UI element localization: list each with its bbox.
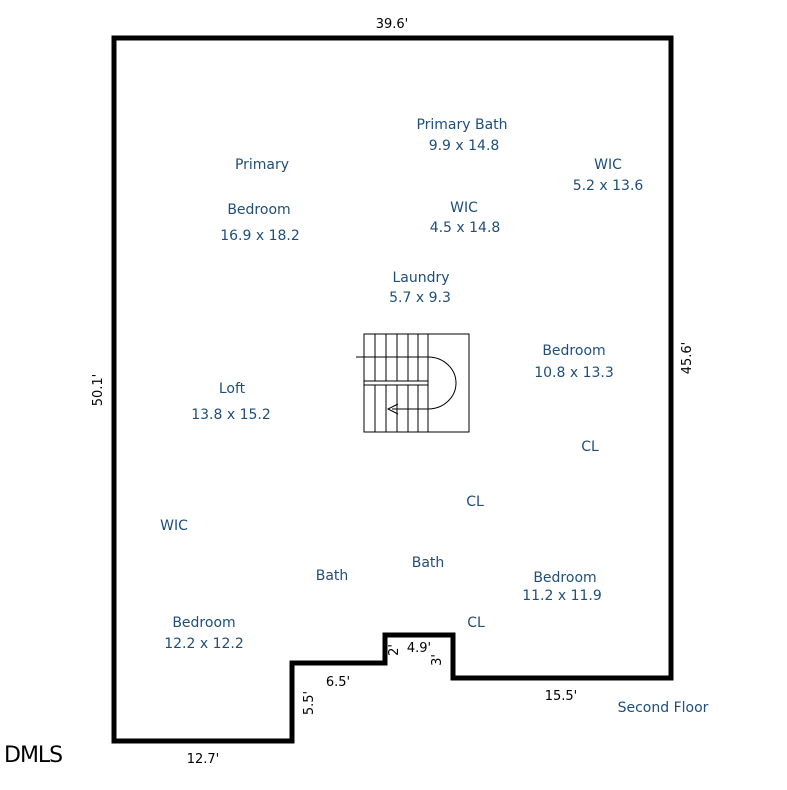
dimension-right: 45.6': [680, 342, 695, 375]
wic-right-name: WIC: [594, 157, 622, 173]
closet-center: CL: [466, 494, 484, 510]
dimension-notch-top: 4.9': [407, 641, 431, 656]
loft-size: 13.8 x 15.2: [191, 407, 271, 423]
wic-bath-name: WIC: [450, 200, 478, 216]
bedroom-bottom-left-size: 12.2 x 12.2: [164, 636, 244, 652]
bedroom-right-size: 10.8 x 13.3: [534, 365, 614, 381]
laundry-size: 5.7 x 9.3: [389, 290, 451, 306]
dimension-notch-left: 2': [387, 644, 402, 656]
primary-bedroom-name-line2: Bedroom: [227, 202, 290, 218]
dimension-notch-right: 3': [430, 654, 445, 666]
primary-bath-size: 9.9 x 14.8: [429, 138, 500, 154]
mls-logo: DMLS: [4, 743, 62, 768]
primary-bedroom-name-line1: Primary: [235, 157, 289, 173]
floor-label: Second Floor: [618, 700, 709, 716]
dimension-top: 39.6': [376, 17, 409, 32]
bath-left-name: Bath: [316, 568, 349, 584]
laundry-name: Laundry: [392, 270, 449, 286]
dimension-left: 50.1': [91, 374, 106, 407]
closet-bottom: CL: [467, 615, 485, 631]
dimension-bottom-right: 15.5': [545, 689, 578, 704]
primary-bath-name: Primary Bath: [416, 117, 507, 133]
exterior-wall: [111, 35, 674, 744]
bedroom-right-name: Bedroom: [542, 343, 605, 359]
closet-right: CL: [581, 439, 599, 455]
dimension-step-horizontal: 6.5': [326, 675, 350, 690]
wic-right-size: 5.2 x 13.6: [573, 178, 644, 194]
bath-center-name: Bath: [412, 555, 445, 571]
bedroom-bottom-left-name: Bedroom: [172, 615, 235, 631]
wic-left-name: WIC: [160, 518, 188, 534]
bedroom-bottom-right-name: Bedroom: [533, 570, 596, 586]
wic-bath-size: 4.5 x 14.8: [430, 220, 501, 236]
dimension-step-vertical: 5.5': [302, 691, 317, 715]
staircase: [356, 333, 470, 433]
dimension-bottom-left: 12.7': [187, 752, 220, 767]
bedroom-bottom-right-size: 11.2 x 11.9: [522, 588, 602, 604]
primary-bedroom-size: 16.9 x 18.2: [220, 228, 300, 244]
loft-name: Loft: [219, 381, 246, 397]
